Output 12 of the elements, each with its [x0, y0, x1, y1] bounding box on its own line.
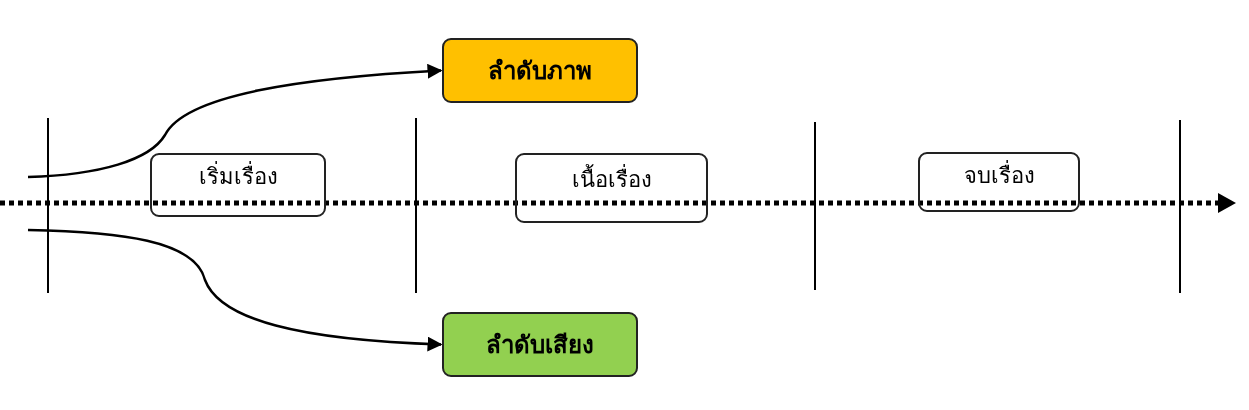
- stage-box: [150, 153, 326, 217]
- box-label: ลำดับเสียง: [486, 330, 594, 361]
- curved-arrow: [27, 228, 443, 352]
- box-label: ลำดับภาพ: [488, 56, 592, 87]
- sequence-box: [442, 312, 638, 377]
- stage-box: [918, 152, 1080, 212]
- box-label: จบเรื่อง: [963, 159, 1035, 190]
- stage-box: [515, 153, 708, 223]
- box-label: เริ่มเรื่อง: [198, 160, 278, 191]
- curved-arrow: [27, 63, 443, 179]
- sequence-box: [442, 38, 638, 103]
- box-label: เนื้อเรื่อง: [571, 163, 652, 194]
